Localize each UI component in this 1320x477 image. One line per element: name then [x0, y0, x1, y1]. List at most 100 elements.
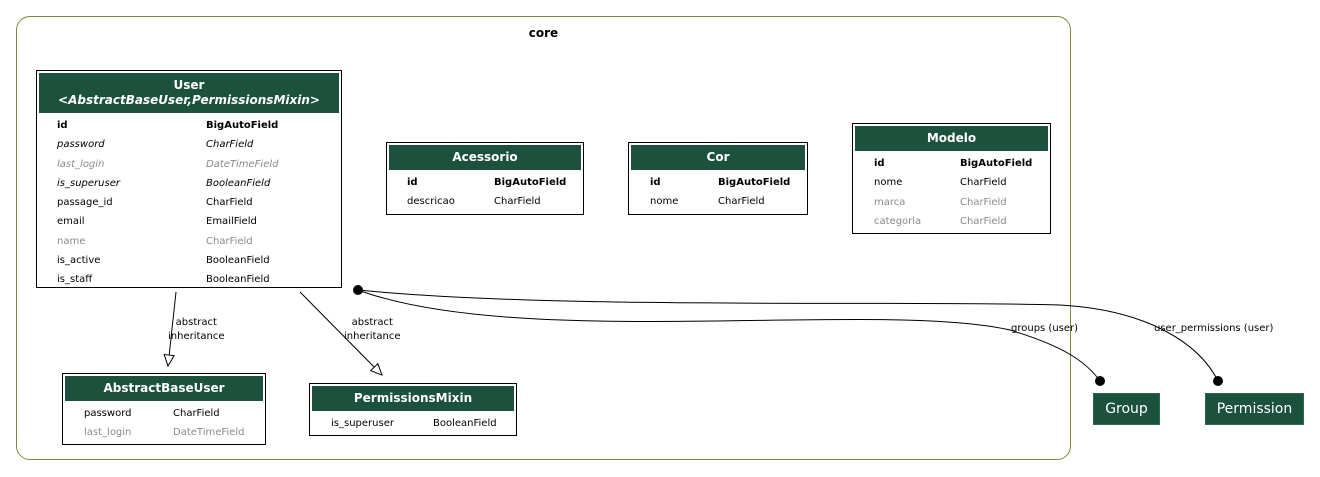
edge-target-dot-group — [1095, 376, 1105, 386]
field-row: is_active BooleanField — [37, 251, 341, 270]
model-user-header: User <AbstractBaseUser,PermissionsMixin> — [39, 73, 339, 113]
field-type: BigAutoField — [960, 158, 1033, 169]
model-modelo-header: Modelo — [855, 126, 1048, 151]
field-name: descricao — [407, 196, 455, 208]
model-acessorio-title: Acessorio — [452, 150, 518, 164]
edge-user-permission — [357, 289, 1219, 382]
field-type: DateTimeField — [173, 427, 245, 439]
field-type: CharField — [960, 196, 1007, 208]
field-name: last_login — [57, 158, 105, 170]
model-permissionsmixin-title: PermissionsMixin — [353, 391, 473, 405]
field-name: id — [650, 177, 661, 188]
field-row: id BigAutoField — [629, 173, 807, 192]
field-type: BigAutoField — [206, 120, 279, 131]
field-row: name CharField — [37, 232, 341, 251]
model-user-title: User — [173, 78, 205, 92]
core-cluster: core — [16, 16, 1071, 460]
edge-user-permissionsmixin — [299, 291, 383, 376]
edge-label-pm-line1: abstract — [351, 317, 393, 328]
field-row: is_superuser BooleanField — [310, 414, 516, 433]
model-user[interactable]: User <AbstractBaseUser,PermissionsMixin>… — [36, 70, 342, 288]
model-user-subtitle: <AbstractBaseUser,PermissionsMixin> — [58, 93, 320, 107]
field-row: passage_id CharField — [37, 193, 341, 212]
edge-label-abu-line1: abstract — [175, 317, 217, 328]
field-name: id — [407, 177, 418, 188]
field-row: id BigAutoField — [387, 173, 583, 192]
edge-label-abu-line2: inheritance — [168, 331, 225, 342]
field-type: CharField — [960, 215, 1007, 227]
edge-label-permissionsmixin: abstract inheritance — [344, 316, 401, 344]
external-model-permission[interactable]: Permission — [1205, 393, 1304, 425]
model-permissionsmixin-header: PermissionsMixin — [312, 386, 514, 411]
field-name: password — [57, 139, 105, 151]
field-type: BooleanField — [206, 177, 271, 189]
field-type: BooleanField — [433, 418, 497, 429]
field-name: name — [57, 235, 86, 247]
field-type: CharField — [206, 197, 253, 209]
field-row: id BigAutoField — [853, 154, 1050, 173]
field-name: is_superuser — [331, 418, 394, 429]
edge-user-abstractbaseuser — [163, 291, 177, 368]
field-row: password CharField — [63, 404, 265, 423]
model-modelo-title: Modelo — [926, 131, 977, 145]
field-type: BooleanField — [206, 255, 270, 267]
field-name: last_login — [84, 427, 132, 439]
model-cor-title: Cor — [706, 150, 730, 164]
field-row: is_staff BooleanField — [37, 270, 341, 289]
field-type: CharField — [173, 408, 220, 419]
field-type: CharField — [718, 196, 765, 208]
model-acessorio-header: Acessorio — [389, 145, 581, 170]
field-type: DateTimeField — [206, 158, 279, 170]
edge-user-group — [357, 289, 1101, 382]
model-permissionsmixin-fields: is_superuser BooleanField — [310, 414, 516, 433]
field-type: BooleanField — [206, 274, 270, 286]
edge-label-groups: groups (user) — [1011, 323, 1079, 334]
external-model-group[interactable]: Group — [1093, 393, 1160, 425]
field-name: email — [57, 216, 85, 228]
field-name: is_superuser — [57, 177, 120, 189]
field-name: password — [84, 408, 132, 419]
field-type: CharField — [960, 177, 1007, 189]
field-row: categoria CharField — [853, 212, 1050, 231]
model-abstractbaseuser[interactable]: AbstractBaseUser password CharField last_l… — [62, 373, 266, 445]
model-permissionsmixin[interactable]: PermissionsMixin is_superuser BooleanFiel… — [309, 383, 517, 436]
field-name: marca — [874, 196, 906, 208]
field-name: categoria — [874, 215, 922, 227]
model-abstractbaseuser-fields: password CharField last_login DateTimeField — [63, 404, 265, 443]
field-row: marca CharField — [853, 193, 1050, 212]
field-name: nome — [874, 177, 903, 189]
model-cor-header: Cor — [631, 145, 805, 170]
edge-label-pm-line2: inheritance — [344, 331, 401, 342]
field-type: BigAutoField — [718, 177, 791, 188]
field-type: CharField — [206, 235, 253, 247]
field-type: BigAutoField — [494, 177, 567, 188]
field-row: nome CharField — [853, 173, 1050, 192]
field-name: is_active — [57, 255, 101, 267]
model-abstractbaseuser-title: AbstractBaseUser — [103, 381, 225, 395]
field-row: last_login DateTimeField — [37, 155, 341, 174]
field-name: id — [874, 158, 885, 169]
field-name: is_staff — [57, 274, 93, 286]
field-row: last_login DateTimeField — [63, 423, 265, 442]
field-type: EmailField — [206, 216, 257, 228]
edge-target-dot-permission — [1213, 376, 1223, 386]
field-row: email EmailField — [37, 212, 341, 231]
edge-label-user-permissions: user_permissions (user) — [1154, 323, 1274, 334]
field-type: CharField — [206, 139, 254, 151]
edge-source-dot — [353, 285, 363, 295]
field-name: passage_id — [57, 197, 113, 209]
model-abstractbaseuser-header: AbstractBaseUser — [65, 376, 263, 401]
field-row: id BigAutoField — [37, 116, 341, 135]
edge-label-abstractbaseuser: abstract inheritance — [168, 316, 225, 344]
field-name: id — [57, 120, 68, 131]
